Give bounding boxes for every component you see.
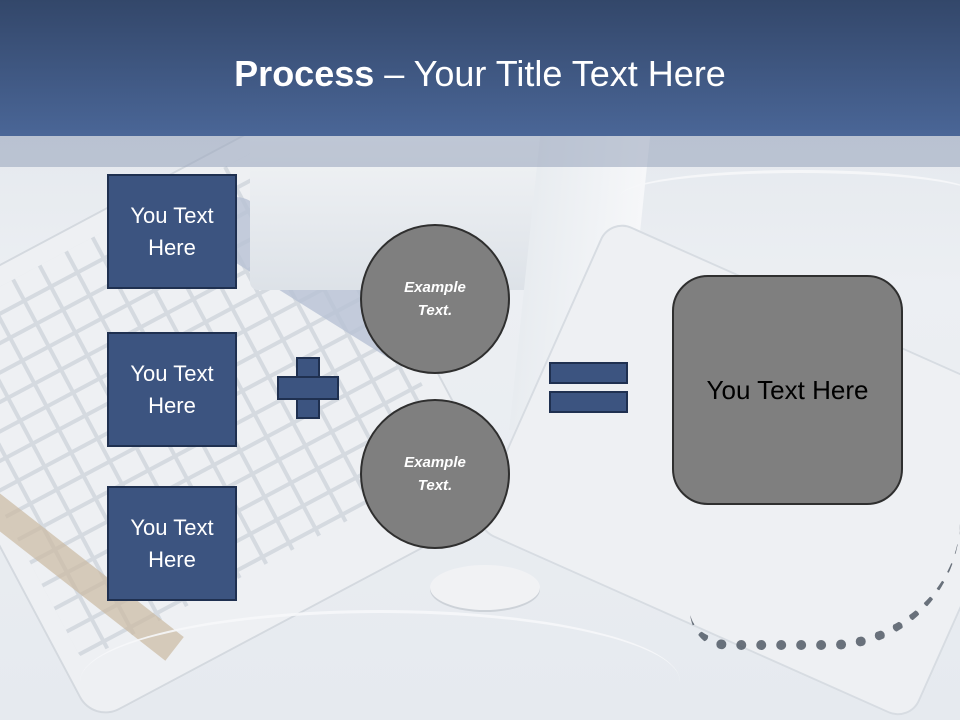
example-circle-1[interactable]: Example Text. xyxy=(360,224,510,374)
title-rest: – Your Title Text Here xyxy=(374,53,726,94)
text-box-label: You Text Here xyxy=(130,202,214,260)
headset-image xyxy=(430,565,540,610)
slide-title[interactable]: Process – Your Title Text Here xyxy=(0,52,960,96)
text-box-1[interactable]: You Text Here xyxy=(107,174,237,289)
title-bar xyxy=(0,0,960,136)
circle-label: Example Text. xyxy=(404,454,466,494)
text-box-2[interactable]: You Text Here xyxy=(107,332,237,447)
text-box-3[interactable]: You Text Here xyxy=(107,486,237,601)
result-box-label: You Text Here xyxy=(706,375,869,405)
header-band xyxy=(0,136,960,167)
result-box[interactable]: You Text Here xyxy=(672,275,903,505)
title-bold: Process xyxy=(234,53,375,94)
text-box-label: You Text Here xyxy=(130,514,214,572)
text-box-label: You Text Here xyxy=(130,360,214,418)
example-circle-2[interactable]: Example Text. xyxy=(360,399,510,549)
circle-label: Example Text. xyxy=(404,279,466,319)
